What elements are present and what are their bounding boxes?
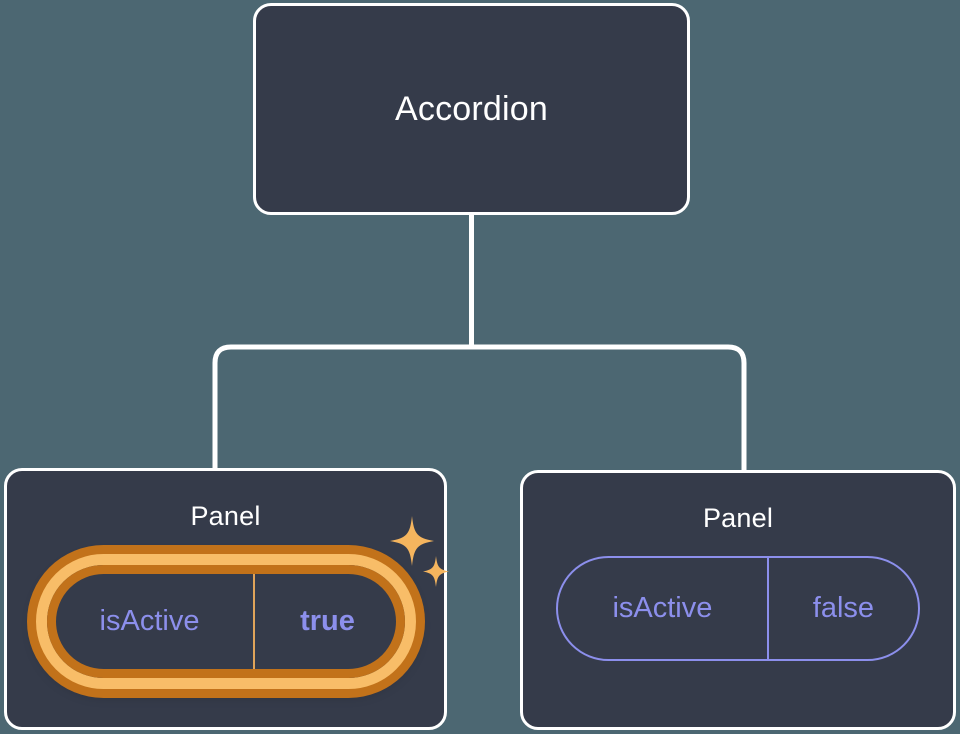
prop-pill-isactive-false[interactable]: isActive false <box>556 556 920 661</box>
prop-pill-isactive-true[interactable]: isActive true <box>35 554 416 689</box>
prop-divider <box>766 558 769 659</box>
prop-key: isActive <box>99 605 200 637</box>
prop-value: false <box>812 592 875 624</box>
connector-branch-bar <box>212 344 747 470</box>
prop-pill-wrapper: isActive true <box>35 516 449 689</box>
node-title: Panel <box>702 503 774 533</box>
prop-divider <box>252 571 255 672</box>
tree-node-accordion[interactable]: Accordion <box>253 3 690 215</box>
prop-pill-wrapper: isActive false <box>556 556 920 661</box>
sparkle-small-icon <box>422 556 449 587</box>
node-title: Panel <box>190 501 261 531</box>
sparkle-large-icon <box>389 516 434 566</box>
tree-node-panel-left[interactable]: Panel isActive true <box>4 468 449 730</box>
prop-value: true <box>300 605 355 637</box>
tree-node-panel-right[interactable]: Panel isActive false <box>520 470 956 730</box>
prop-key: isActive <box>612 592 713 624</box>
node-title: Accordion <box>395 89 548 128</box>
